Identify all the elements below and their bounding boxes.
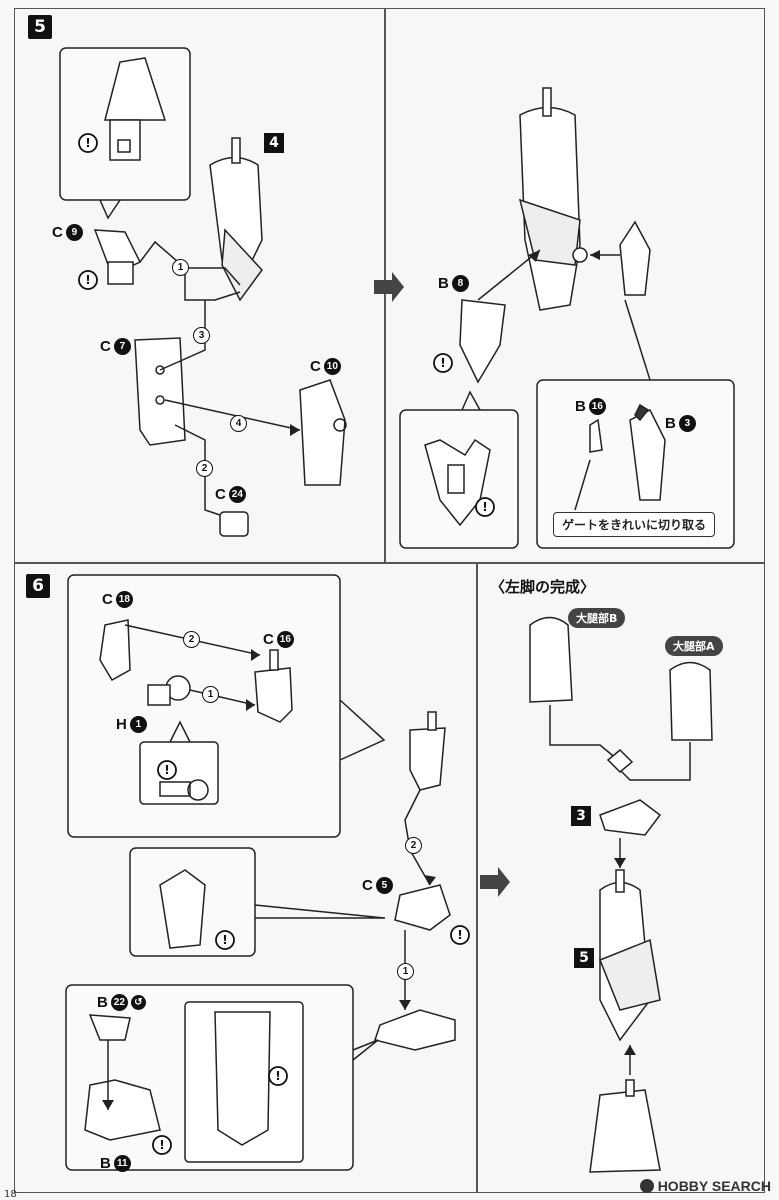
gate-note: ゲートをきれいに切り取る [553, 512, 716, 537]
step5-frame [14, 8, 765, 563]
gate-cut-icon: ↺ [130, 995, 146, 1010]
step-number-5: 5 [28, 15, 52, 39]
completion-title: 〈左脚の完成〉 [490, 578, 596, 596]
thigh-b-label: 大腿部B [568, 608, 626, 628]
thigh-a-label: 大腿部A [665, 636, 723, 656]
step6-divider [476, 563, 478, 1193]
step6-frame [14, 563, 765, 1193]
step-number-6: 6 [26, 574, 50, 598]
svg-text:!: ! [457, 928, 462, 942]
svg-text:!: ! [222, 933, 227, 947]
order-marker-6-2b: 2 [405, 837, 422, 854]
order-marker-1: 1 [172, 259, 189, 276]
page-number: 18 [4, 1189, 17, 1200]
ref-step-5: 5 [574, 948, 594, 968]
svg-text:!: ! [85, 136, 90, 150]
svg-text:!: ! [482, 500, 487, 514]
order-marker-6-1b: 1 [397, 963, 414, 980]
order-marker-2: 2 [196, 460, 213, 477]
svg-text:!: ! [440, 356, 445, 370]
ref-step-4: 4 [264, 133, 284, 153]
brand-logo: HOBBY SEARCH [639, 1178, 771, 1194]
order-marker-4: 4 [230, 415, 247, 432]
ref-step-3: 3 [571, 806, 591, 826]
order-marker-6-2a: 2 [183, 631, 200, 648]
svg-text:!: ! [275, 1069, 280, 1083]
svg-text:!: ! [159, 1138, 164, 1152]
svg-text:!: ! [85, 273, 90, 287]
order-marker-6-1a: 1 [202, 686, 219, 703]
brand-logo-icon [639, 1179, 654, 1193]
order-marker-3: 3 [193, 327, 210, 344]
svg-text:!: ! [164, 763, 169, 777]
